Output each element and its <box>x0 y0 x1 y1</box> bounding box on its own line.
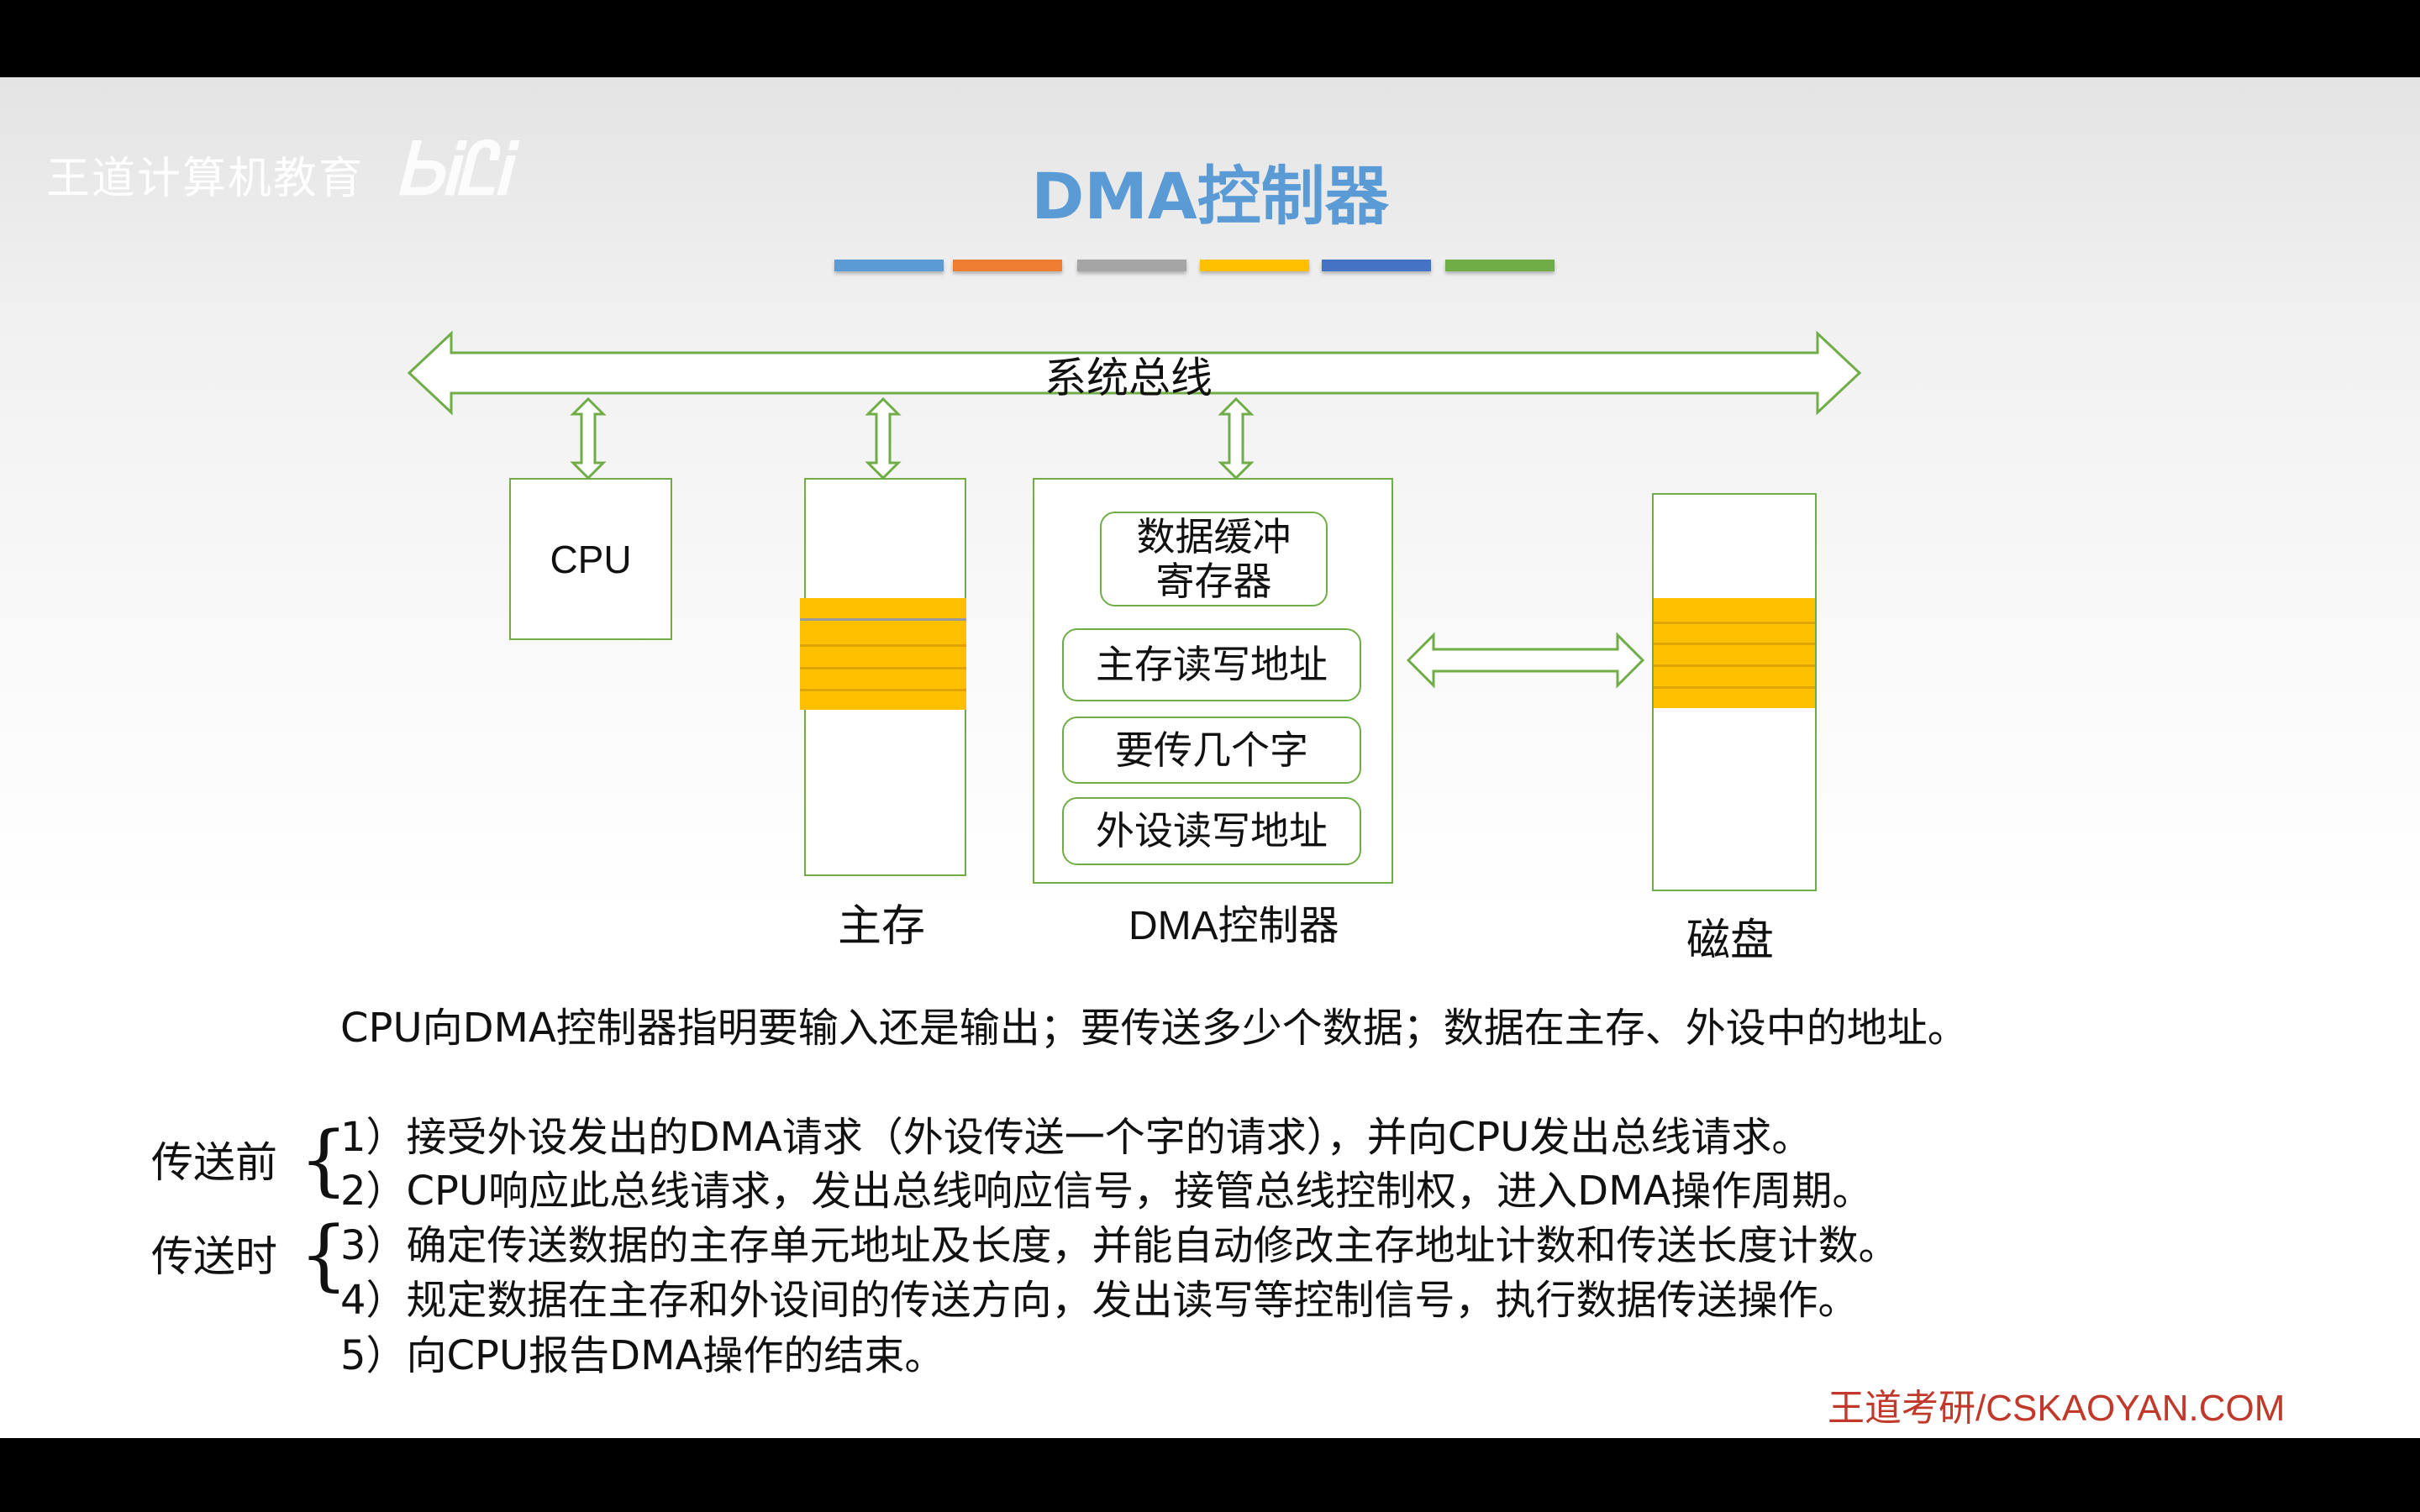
disk-data-band <box>1654 598 1815 708</box>
data-buffer-register: 数据缓冲 寄存器 <box>1100 512 1328 606</box>
memory-bus-connector <box>865 396 902 480</box>
summary-text: CPU向DMA控制器指明要输入还是输出；要传送多少个数据；数据在主存、外设中的地… <box>340 1005 1968 1052</box>
dma-controller-label: DMA控制器 <box>1128 904 1339 948</box>
title-stripe <box>1200 260 1309 271</box>
data-buffer-register-label: 数据缓冲 寄存器 <box>1136 513 1292 604</box>
dma-disk-connector <box>1406 632 1645 689</box>
step-5: 5）向CPU报告DMA操作的结束。 <box>340 1332 945 1379</box>
device-address-register-label: 外设读写地址 <box>1096 808 1328 854</box>
brace-before: { <box>299 1115 349 1205</box>
title-stripe <box>834 260 944 271</box>
play-icon <box>2268 1199 2300 1239</box>
memory-address-register: 主存读写地址 <box>1062 628 1361 701</box>
system-bus-label: 系统总线 <box>1044 354 1213 402</box>
cpu-bus-connector <box>570 396 607 480</box>
bilibili-logo: ᏏᎥᏝᎥ <box>397 128 509 212</box>
dma-bus-connector <box>1218 396 1255 480</box>
phase-during-label: 传送时 <box>151 1232 277 1281</box>
cpu-label: CPU <box>550 537 632 581</box>
phase-before-label: 传送前 <box>151 1138 277 1187</box>
title-stripe <box>1445 260 1555 271</box>
page-title: DMA控制器 <box>1031 159 1389 234</box>
memory-address-register-label: 主存读写地址 <box>1096 642 1328 688</box>
footer-brand: 王道考研/CSKAOYAN.COM <box>1828 1388 2286 1429</box>
brace-during: { <box>299 1210 349 1299</box>
title-stripe <box>953 260 1062 271</box>
word-count-register-label: 要传几个字 <box>1115 727 1308 773</box>
watermark-text: 王道计算机教育 <box>46 154 365 204</box>
title-stripe <box>1322 260 1431 271</box>
step-4: 4）规定数据在主存和外设间的传送方向，发出读写等控制信号，执行数据传送操作。 <box>340 1277 1859 1324</box>
disk-label: 磁盘 <box>1686 916 1775 966</box>
step-2: 2）CPU响应此总线请求，发出总线响应信号，接管总线控制权，进入DMA操作周期。 <box>340 1168 1873 1215</box>
play-button[interactable] <box>2217 1150 2338 1268</box>
step-3: 3）确定传送数据的主存单元地址及长度，并能自动修改主存地址计数和传送长度计数。 <box>340 1222 1899 1269</box>
step-1: 1）接受外设发出的DMA请求（外设传送一个字的请求），并向CPU发出总线请求。 <box>340 1114 1812 1161</box>
diagram-arrows <box>407 330 1862 689</box>
memory-data-band <box>800 598 966 710</box>
cpu-box: CPU <box>509 478 672 640</box>
title-stripe <box>1077 260 1186 271</box>
device-address-register: 外设读写地址 <box>1062 797 1361 865</box>
word-count-register: 要传几个字 <box>1062 717 1361 784</box>
memory-label: 主存 <box>838 901 926 952</box>
system-bus-arrow <box>407 330 1862 416</box>
slide: 王道计算机教育 ᏏᎥᏝᎥ DMA控制器 系统总线 CPU 主存 数据缓冲 寄存器… <box>0 77 2420 1438</box>
